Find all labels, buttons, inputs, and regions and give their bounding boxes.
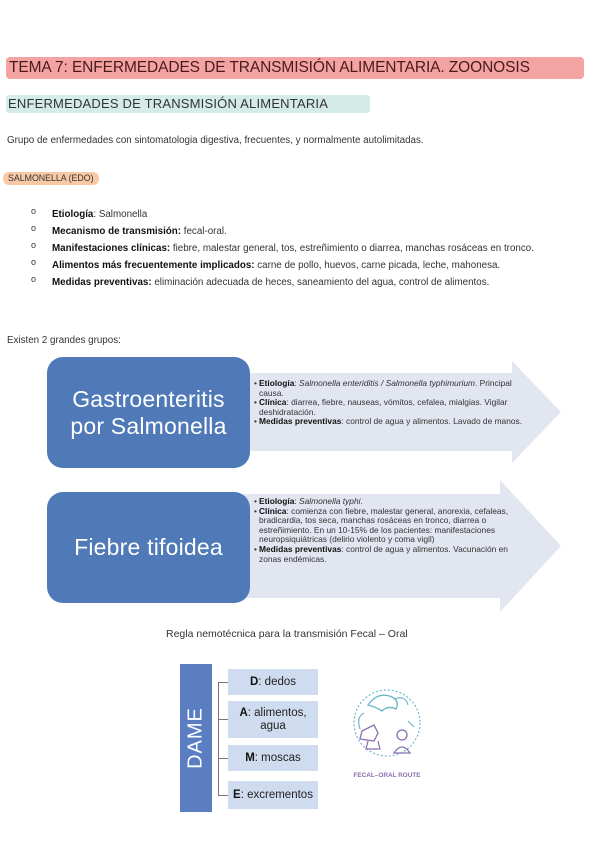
- mnemonic-text: : alimentos, agua: [247, 706, 307, 732]
- bullet-label: Mecanismo de transmisión:: [52, 226, 182, 237]
- bullet-text: fecal-oral.: [181, 226, 227, 237]
- detail-label: Clínica: [259, 397, 287, 408]
- detail-label: Etiología: [259, 496, 295, 506]
- detail-text: diarrea, fiebre, nauseas, vómitos, cefal…: [259, 397, 508, 417]
- detail-bullet: •: [254, 496, 257, 506]
- intro-paragraph: Grupo de enfermedades con sintomatologia…: [7, 135, 424, 146]
- detail-label: Clínica: [259, 505, 287, 516]
- bullet-text: : Salmonella: [93, 209, 148, 220]
- detail-item: •Clínica: diarrea, fiebre, nauseas, vómi…: [254, 397, 529, 417]
- arrow-shape-2: [230, 480, 561, 612]
- gastroenteritis-title-line1: Gastroenteritis: [72, 385, 225, 412]
- list-item: o Manifestaciones clínicas: fiebre, male…: [30, 240, 570, 257]
- mnemonic-text: : moscas: [254, 751, 301, 764]
- detail-item: •Medidas preventivas: control de agua y …: [254, 543, 514, 564]
- logo-caption: FECAL–ORAL ROUTE: [354, 772, 422, 779]
- salmonella-bullet-list: o Etiología: Salmonella o Mecanismo de t…: [30, 206, 570, 291]
- detail-sep: :: [341, 543, 347, 554]
- list-item: o Alimentos más frecuentemente implicado…: [30, 257, 570, 274]
- bracket-tick: [218, 682, 228, 683]
- detail-bullet: •: [254, 397, 257, 408]
- bullet-marker: o: [31, 257, 37, 267]
- detail-sep: :: [341, 416, 347, 427]
- detail-sep: :: [286, 397, 292, 408]
- gastroenteritis-title-line2: por Salmonella: [70, 412, 227, 439]
- detail-item: •Etiología: Salmonella typhi.: [254, 496, 514, 507]
- bullet-marker: o: [31, 223, 37, 233]
- mnemonic-text: : excrementos: [240, 788, 313, 801]
- mnemonic-letter: M: [245, 751, 255, 764]
- bracket-tick: [218, 795, 228, 796]
- salmonella-tag: SALMONELLA (EDO): [3, 172, 99, 185]
- detail-text: comienza con fiebre, malestar general, a…: [259, 505, 509, 545]
- mnemonic-letter: E: [233, 788, 241, 801]
- bullet-label: Medidas preventivas:: [52, 277, 152, 288]
- detail-item: •Medidas preventivas: control de agua y …: [254, 417, 529, 427]
- groups-intro: Existen 2 grandes grupos:: [7, 335, 121, 346]
- detail-bullet: •: [254, 543, 257, 554]
- mnemonic-item-a: A: alimentos, agua: [228, 701, 318, 738]
- detail-bullet: •: [254, 416, 257, 427]
- detail-text: control de agua y alimentos. Vacunación …: [259, 543, 508, 564]
- detail-text: .: [360, 496, 363, 506]
- fiebre-tifoidea-title: Fiebre tifoidea: [74, 534, 223, 560]
- mnemonic-item-e: E: excrementos: [228, 781, 318, 809]
- list-item: o Medidas preventivas: eliminación adecu…: [30, 274, 570, 291]
- bullet-label: Manifestaciones clínicas:: [52, 243, 171, 254]
- detail-label: Medidas preventivas: [259, 543, 342, 554]
- detail-bullet: •: [254, 505, 257, 516]
- bracket-tick: [218, 758, 228, 759]
- fecal-oral-route-logo-icon: FECAL–ORAL ROUTE: [353, 689, 422, 779]
- detail-item: •Clínica: comienza con fiebre, malestar …: [254, 505, 514, 545]
- detail-label: Etiología: [259, 378, 295, 388]
- mnemonic-letter: D: [249, 675, 259, 688]
- bullet-marker: o: [31, 206, 37, 216]
- detail-italic: Salmonella enteriditis / Salmonella typh…: [299, 378, 475, 388]
- list-item: o Mecanismo de transmisión: fecal-oral.: [30, 223, 570, 240]
- gastroenteritis-box: Gastroenteritis por Salmonella: [47, 357, 250, 468]
- bracket-spine: [218, 682, 219, 795]
- bullet-marker: o: [31, 274, 37, 284]
- detail-text: control de agua y alimentos. Lavado de m…: [346, 416, 523, 427]
- mnemonic-letter: A: [239, 706, 248, 719]
- mnemonic-item-d: D: dedos: [228, 669, 318, 695]
- fiebre-tifoidea-details: •Etiología: Salmonella typhi. •Clínica: …: [254, 496, 514, 564]
- detail-sep: :: [294, 378, 300, 388]
- list-item: o Etiología: Salmonella: [30, 206, 570, 223]
- bullet-label: Etiología: [52, 209, 94, 220]
- bracket-tick: [218, 719, 228, 720]
- arrow-shape-1: [230, 361, 561, 463]
- bullet-text: carne de pollo, huevos, carne picada, le…: [254, 260, 501, 271]
- bullet-text: eliminación adecuada de heces, saneamien…: [151, 277, 490, 288]
- detail-sep: :: [286, 505, 292, 516]
- detail-text: . Principal causa.: [259, 378, 512, 398]
- mnemonic-title: Regla nemotécnica para la transmisión Fe…: [166, 628, 408, 640]
- detail-italic: Salmonella typhi: [299, 496, 361, 506]
- gastroenteritis-details: •Etiología: Salmonella enteriditis / Sal…: [254, 378, 529, 427]
- section-heading: ENFERMEDADES DE TRANSMISIÓN ALIMENTARIA: [6, 95, 370, 113]
- bullet-marker: o: [31, 240, 37, 250]
- bullet-label: Alimentos más frecuentemente implicados:: [52, 260, 255, 271]
- detail-sep: :: [294, 496, 300, 506]
- page-title: TEMA 7: ENFERMEDADES DE TRANSMISIÓN ALIM…: [6, 57, 584, 79]
- detail-item: •Etiología: Salmonella enteriditis / Sal…: [254, 378, 529, 398]
- fiebre-tifoidea-box: Fiebre tifoidea: [47, 492, 250, 603]
- mnemonic-text: : dedos: [258, 675, 297, 688]
- dame-vertical-box: DAME: [180, 664, 212, 812]
- detail-bullet: •: [254, 378, 257, 388]
- mnemonic-item-m: M: moscas: [228, 745, 318, 771]
- bullet-text: fiebre, malestar general, tos, estreñimi…: [170, 243, 534, 254]
- detail-label: Medidas preventivas: [259, 416, 342, 427]
- dame-word: DAME: [184, 707, 207, 769]
